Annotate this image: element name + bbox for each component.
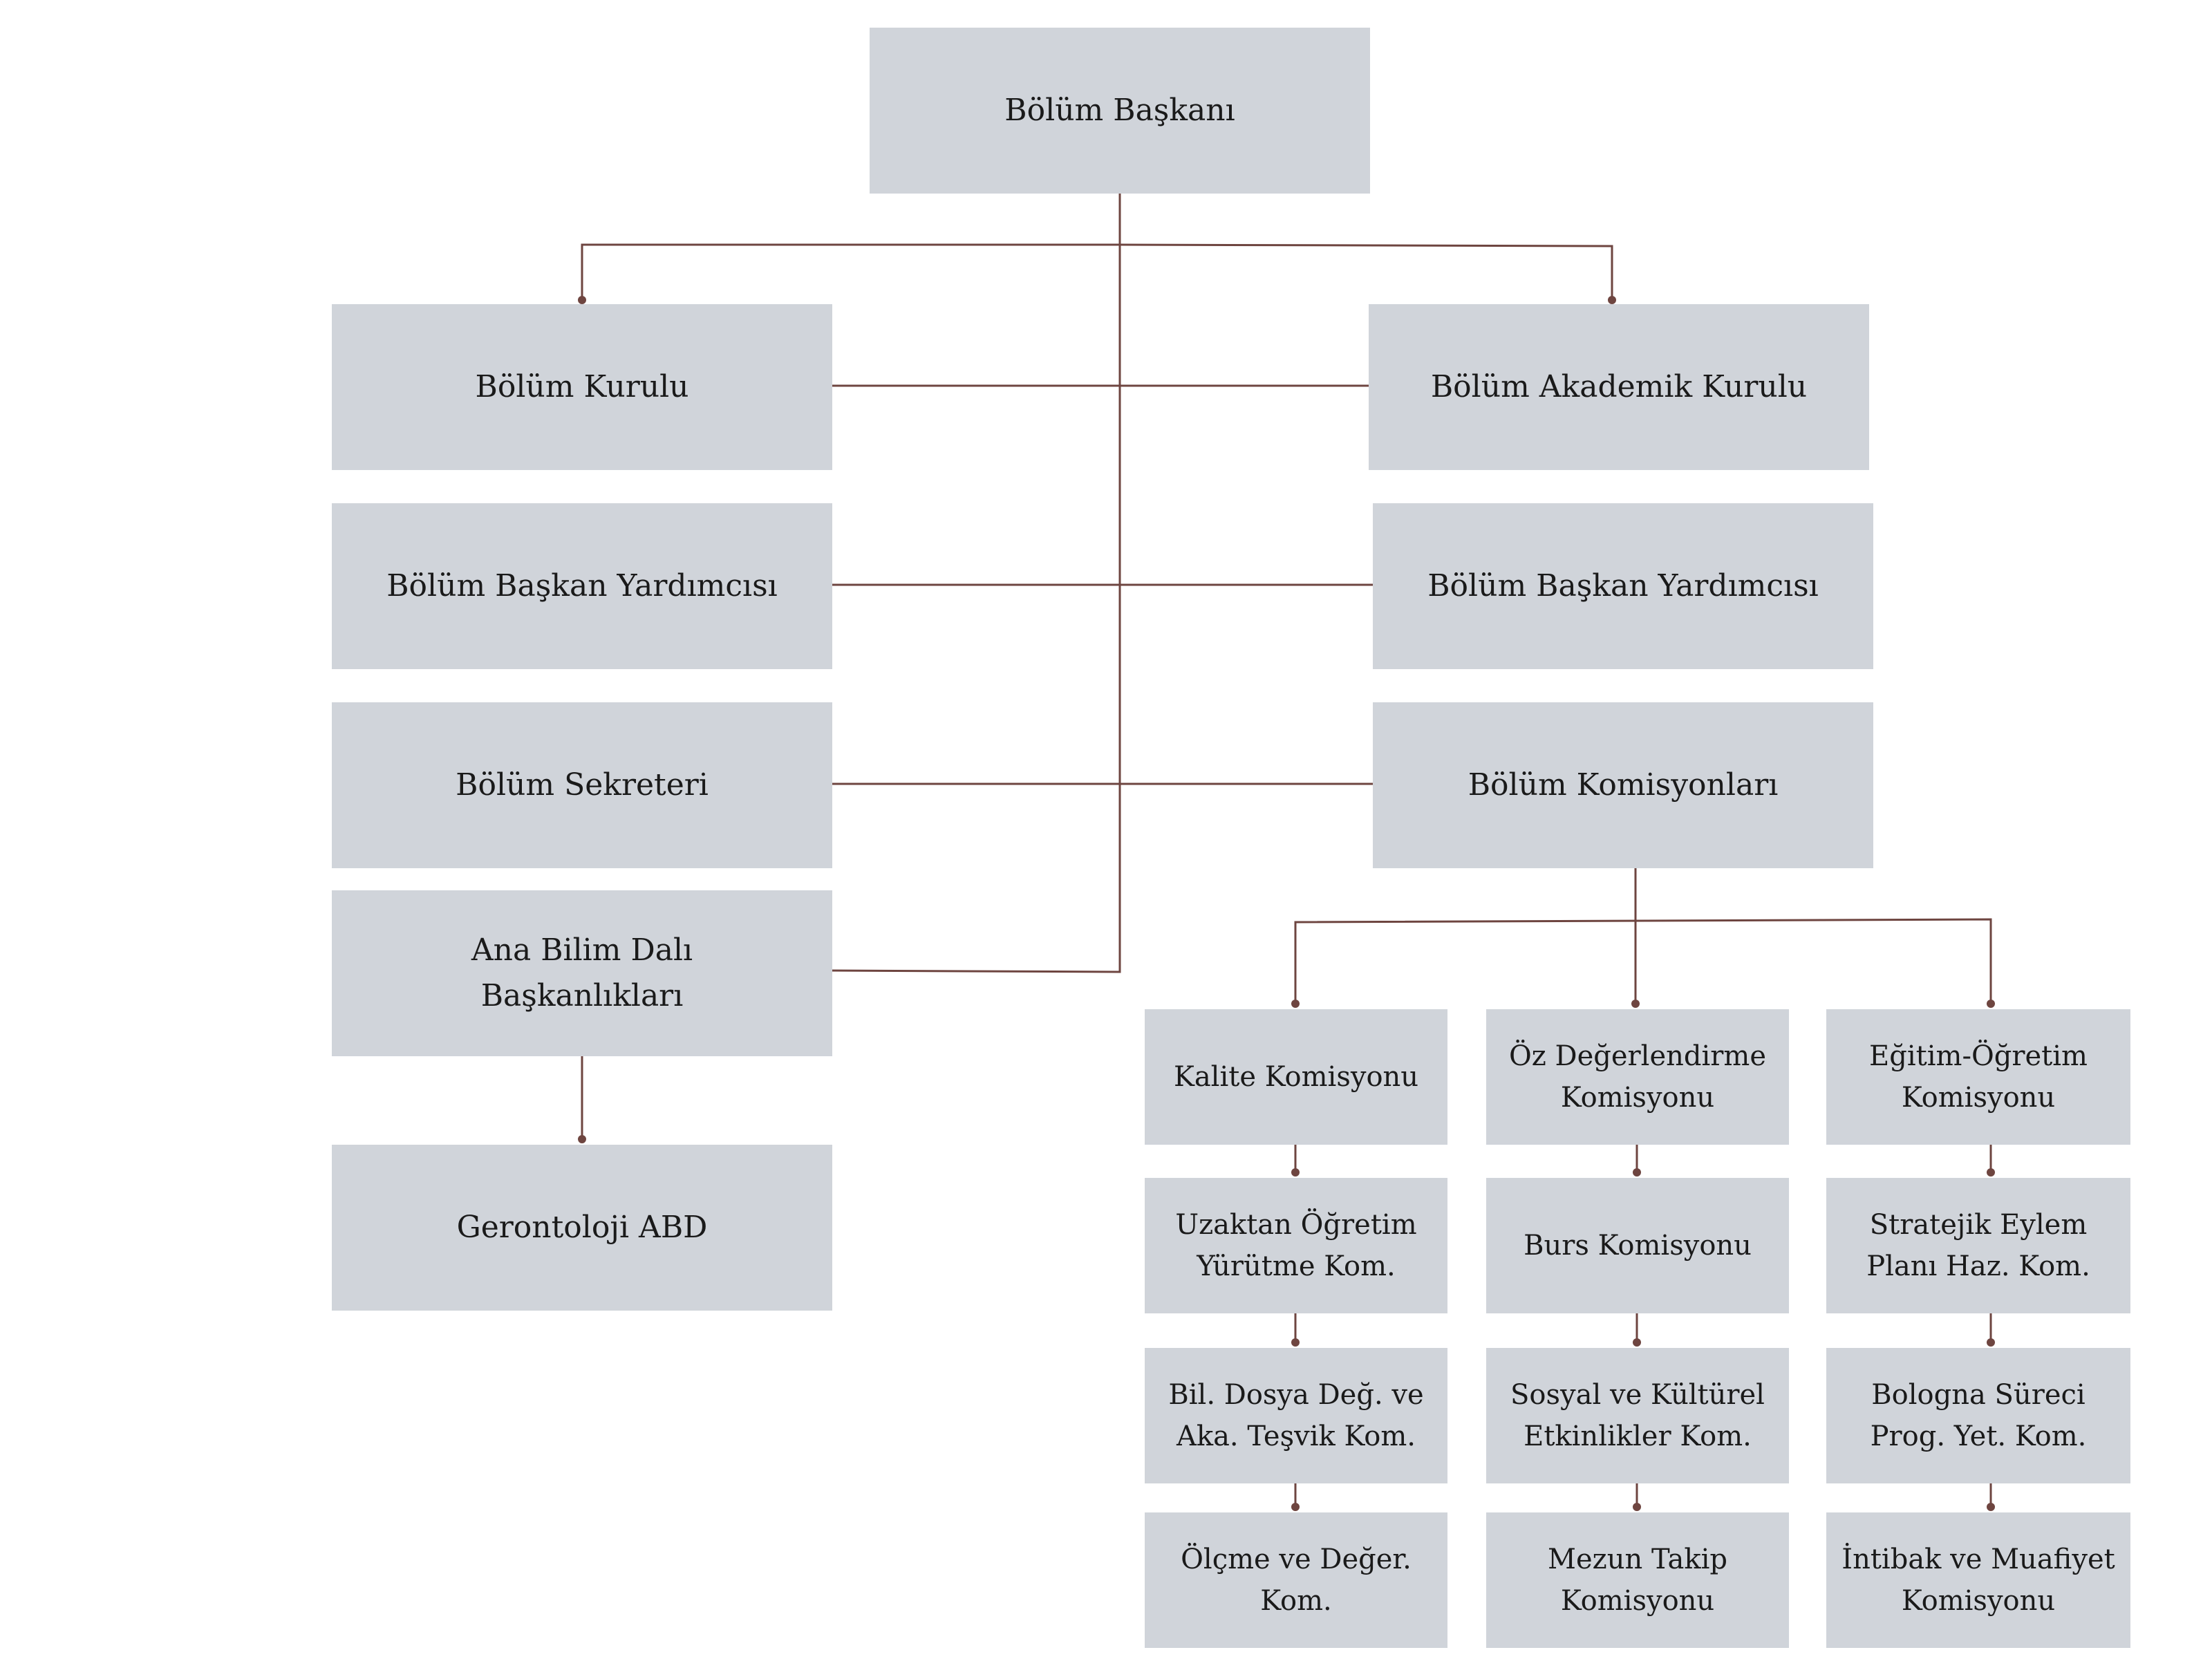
- node-bolum-kurulu: Bölüm Kurulu: [332, 304, 832, 470]
- node-label: Bölüm Başkan Yardımcısı: [1427, 568, 1819, 603]
- connector-komisyon-branch: [1294, 918, 1992, 1004]
- node-baskan-yardimcisi-right: Bölüm Başkan Yardımcısı: [1373, 503, 1873, 669]
- connector-dot: [1291, 1503, 1300, 1511]
- node-sosyal-kulturel: Sosyal ve Kültürel Etkinlikler Kom.: [1486, 1348, 1789, 1483]
- node-label: Gerontoloji ABD: [456, 1210, 708, 1245]
- node-label-line: İntibak ve Muafiyet: [1841, 1544, 2115, 1575]
- node-label-line: Başkanlıkları: [480, 978, 684, 1013]
- node-label-line: Komisyonu: [1560, 1585, 1715, 1617]
- node-label: Burs Komisyonu: [1524, 1230, 1752, 1262]
- node-label-line: Öz Değerlendirme: [1508, 1040, 1767, 1072]
- node-label-line: Ana Bilim Dalı: [471, 932, 693, 968]
- connector-dot: [1987, 1000, 1995, 1008]
- connector-dot: [1633, 1503, 1641, 1511]
- node-label: Bölüm Başkanı: [1004, 93, 1235, 128]
- connector-head-right: [1119, 243, 1613, 300]
- connector-dot: [1291, 1338, 1300, 1347]
- connector-dot: [1291, 1000, 1300, 1008]
- node-oz-degerlendirme: Öz Değerlendirme Komisyonu: [1486, 1009, 1789, 1145]
- connector-dot: [1987, 1168, 1995, 1177]
- node-label-line: Uzaktan Öğretim: [1175, 1209, 1417, 1241]
- node-egitim-ogretim: Eğitim-Öğretim Komisyonu: [1826, 1009, 2130, 1145]
- connector-dot: [1987, 1338, 1995, 1347]
- node-bolum-komisyonlari: Bölüm Komisyonları: [1373, 702, 1873, 868]
- node-ana-bilim-dali: Ana Bilim Dalı Başkanlıkları: [332, 890, 832, 1056]
- node-label: Bölüm Komisyonları: [1468, 767, 1779, 803]
- node-label: Bölüm Başkan Yardımcısı: [386, 568, 778, 603]
- node-kalite-komisyonu: Kalite Komisyonu: [1145, 1009, 1447, 1145]
- node-label: Bölüm Akademik Kurulu: [1430, 369, 1808, 404]
- node-label-line: Planı Haz. Kom.: [1866, 1250, 2090, 1282]
- node-gerontoloji: Gerontoloji ABD: [332, 1145, 832, 1311]
- node-bolum-baskani: Bölüm Başkanı: [870, 28, 1370, 194]
- node-bolum-akademik-kurulu: Bölüm Akademik Kurulu: [1369, 304, 1869, 470]
- node-label-line: Komisyonu: [1560, 1082, 1715, 1114]
- node-label-line: Aka. Teşvik Kom.: [1176, 1421, 1416, 1452]
- node-label-line: Ölçme ve Değer.: [1181, 1544, 1412, 1575]
- node-label-line: Bil. Dosya Değ. ve: [1168, 1379, 1424, 1411]
- connector-dot: [578, 296, 586, 304]
- node-label-line: Mezun Takip: [1548, 1544, 1727, 1575]
- node-label-line: Sosyal ve Kültürel: [1510, 1379, 1765, 1411]
- node-bolum-sekreteri: Bölüm Sekreteri: [332, 702, 832, 868]
- node-label-line: Prog. Yet. Kom.: [1870, 1421, 2087, 1452]
- node-olcme-deger: Ölçme ve Değer. Kom.: [1145, 1512, 1447, 1648]
- node-mezun-takip: Mezun Takip Komisyonu: [1486, 1512, 1789, 1648]
- connector-dot: [1291, 1168, 1300, 1177]
- node-label: Bölüm Sekreteri: [456, 767, 709, 803]
- node-label-line: Bologna Süreci: [1871, 1379, 2086, 1411]
- connector-dot: [1631, 1000, 1640, 1008]
- node-uzaktan-ogretim: Uzaktan Öğretim Yürütme Kom.: [1145, 1178, 1447, 1313]
- node-baskan-yardimcisi-left: Bölüm Başkan Yardımcısı: [332, 503, 832, 669]
- node-intibak-muafiyet: İntibak ve Muafiyet Komisyonu: [1826, 1512, 2130, 1648]
- node-label-line: Eğitim-Öğretim: [1869, 1040, 2088, 1072]
- connector-dot: [1987, 1503, 1995, 1511]
- node-label-line: Etkinlikler Kom.: [1524, 1421, 1752, 1452]
- node-label-line: Komisyonu: [1901, 1082, 2056, 1114]
- node-bologna-sureci: Bologna Süreci Prog. Yet. Kom.: [1826, 1348, 2130, 1483]
- node-label-line: Yürütme Kom.: [1197, 1250, 1396, 1282]
- node-label: Kalite Komisyonu: [1173, 1061, 1419, 1093]
- connector-head-trunk: [829, 194, 1121, 973]
- node-bil-dosya: Bil. Dosya Değ. ve Aka. Teşvik Kom.: [1145, 1348, 1447, 1483]
- node-label-line: Komisyonu: [1901, 1585, 2056, 1617]
- node-stratejik-eylem: Stratejik Eylem Planı Haz. Kom.: [1826, 1178, 2130, 1313]
- node-label: Bölüm Kurulu: [475, 369, 689, 404]
- node-label-line: Kom.: [1260, 1585, 1332, 1617]
- connector-dot: [1608, 296, 1616, 304]
- node-burs-komisyonu: Burs Komisyonu: [1486, 1178, 1789, 1313]
- node-label-line: Stratejik Eylem: [1869, 1209, 2088, 1241]
- connector-dot: [578, 1135, 586, 1143]
- connector-dot: [1633, 1168, 1641, 1177]
- connector-head-left: [581, 243, 1120, 300]
- connector-dot: [1633, 1338, 1641, 1347]
